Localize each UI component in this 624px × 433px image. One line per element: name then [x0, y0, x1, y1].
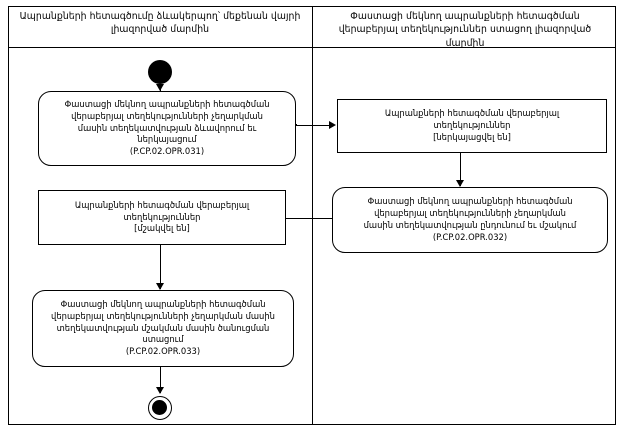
initial-node[interactable]	[148, 60, 172, 84]
object-node-label: Ապրանքների հետագծման վերաբերյալ տեղեկութ…	[384, 108, 560, 142]
arrowhead-action-031-to-object-submitted	[329, 121, 336, 129]
activity-node-label: Փաստացի մեկնող ապրանքների հետագծման վերա…	[64, 98, 270, 157]
activity-node-p-cp-02-opr-032[interactable]: Փաստացի մեկնող ապրանքների հետագծման վերա…	[332, 187, 608, 253]
swimlane-title-right: Փաստացի մեկնող ապրանքների հետագծման վերա…	[338, 11, 592, 49]
activity-node-p-cp-02-opr-031[interactable]: Փաստացի մեկնող ապրանքների հետագծման վերա…	[38, 91, 296, 166]
object-node-information-submitted[interactable]: Ապրանքների հետագծման վերաբերյալ տեղեկութ…	[337, 99, 607, 153]
edge-action-031-to-object-submitted	[296, 124, 330, 126]
swimlane-vertical-divider	[312, 6, 313, 425]
activity-node-label: Փաստացի մեկնող ապրանքների հետագծման վերա…	[51, 298, 275, 357]
final-node[interactable]	[148, 396, 172, 420]
swimlane-title-left: Ապրանքների հետագծումը ձևակերպող՝ մեքենան…	[19, 11, 301, 36]
edge-action-032-to-object-processed	[286, 217, 332, 219]
arrowhead-object-submitted-to-action-032	[455, 180, 464, 187]
edge-object-submitted-to-action-032	[459, 153, 461, 186]
arrowhead-object-processed-to-action-033	[155, 283, 164, 290]
activity-node-p-cp-02-opr-033[interactable]: Փաստացի մեկնող ապրանքների հետագծման վերա…	[32, 290, 294, 367]
object-node-label: Ապրանքների հետագծման վերաբերյալ տեղեկութ…	[74, 199, 250, 234]
object-node-information-processed[interactable]: Ապրանքների հետագծման վերաբերյալ տեղեկութ…	[38, 190, 286, 245]
arrowhead-action-033-to-final-node	[155, 387, 164, 394]
activity-node-label: Փաստացի մեկնող ապրանքների հետագծման վերա…	[363, 196, 577, 242]
arrowhead-start-to-action-031	[155, 84, 164, 91]
edge-object-processed-to-action-033	[159, 245, 161, 289]
edge-action-033-to-final-node	[159, 367, 161, 393]
